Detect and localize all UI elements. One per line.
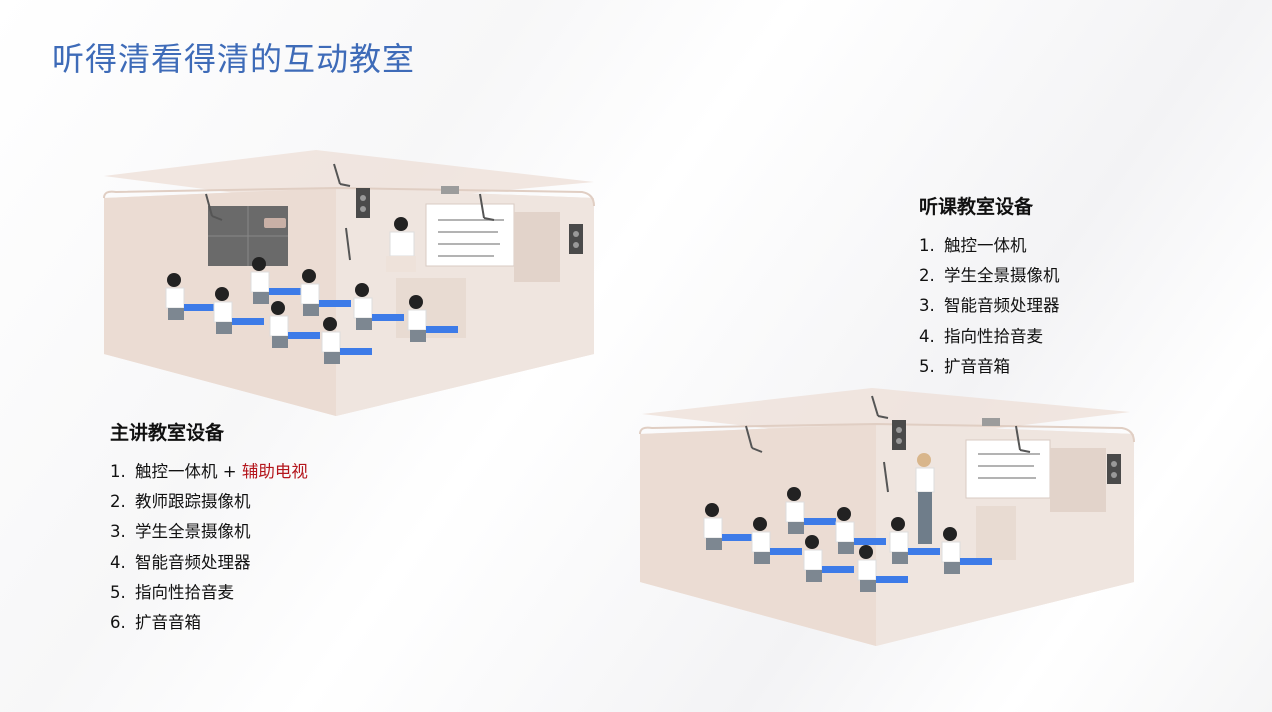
item-text: 指向性拾音麦 — [944, 326, 1043, 346]
item-text: 智能音频处理器 — [135, 552, 251, 572]
list-item: 6. 扩音音箱 — [110, 608, 308, 638]
student-group — [703, 487, 992, 592]
item-number: 6. — [110, 613, 126, 633]
teacher-tracking-camera — [264, 218, 286, 228]
listening-classroom-illustration — [639, 388, 1135, 646]
auxiliary-tv — [208, 206, 288, 266]
main-classroom-equipment-panel: 主讲教室设备 1. 触控一体机 + 辅助电视 2. 教师跟踪摄像机 3. 学生全景摄像… — [110, 418, 308, 638]
teacher-figure — [915, 453, 935, 544]
listening-classroom-equipment-list: 1. 触控一体机 2. 学生全景摄像机 3. 智能音频处理器 4. 指向性拾音麦 5. 扩… — [919, 231, 1060, 382]
list-item: 5. 指向性拾音麦 — [110, 578, 308, 608]
item-text: 指向性拾音麦 — [135, 582, 234, 602]
item-text: 触控一体机 — [944, 236, 1027, 255]
item-number: 4. — [110, 552, 126, 572]
main-classroom-heading: 主讲教室设备 — [110, 422, 225, 444]
speaker-icon — [1107, 454, 1121, 484]
list-item: 3. 学生全景摄像机 — [110, 517, 308, 547]
item-number: 3. — [110, 522, 126, 542]
item-number: 4. — [919, 326, 935, 346]
item-plus: + — [217, 462, 242, 481]
list-item: 1. 触控一体机 — [919, 231, 1060, 261]
item-text: 学生全景摄像机 — [944, 266, 1060, 286]
student-panorama-camera — [982, 418, 1000, 426]
item-number: 5. — [919, 356, 935, 376]
touch-panel-board — [965, 439, 1106, 512]
item-number: 1. — [919, 236, 935, 255]
listening-classroom-heading: 听课教室设备 — [919, 196, 1034, 218]
item-number: 2. — [110, 492, 126, 512]
speaker-icon — [569, 224, 583, 254]
ceiling-microphone-icon — [205, 163, 495, 261]
item-text: 扩音音箱 — [135, 613, 201, 633]
main-classroom-equipment-list: 1. 触控一体机 + 辅助电视 2. 教师跟踪摄像机 3. 学生全景摄像机 4. 智能音… — [110, 457, 308, 638]
ceiling-microphone-icon — [745, 395, 1031, 493]
item-highlight: 教师跟踪摄像机 — [135, 492, 251, 512]
item-text: 智能音频处理器 — [944, 296, 1060, 316]
teacher-figure — [386, 217, 416, 272]
listening-classroom-equipment-panel: 听课教室设备 1. 触控一体机 2. 学生全景摄像机 3. 智能音频处理器 4. 指向性… — [919, 192, 1060, 382]
touch-panel-board — [425, 203, 560, 282]
main-classroom-illustration — [103, 150, 595, 416]
item-highlight: 辅助电视 — [241, 462, 308, 481]
list-item: 4. 智能音频处理器 — [110, 548, 308, 578]
list-item: 2. 教师跟踪摄像机 — [110, 487, 308, 517]
list-item: 5. 扩音音箱 — [919, 352, 1060, 382]
item-number: 3. — [919, 296, 935, 316]
list-item: 1. 触控一体机 + 辅助电视 — [110, 457, 308, 487]
item-number: 1. — [110, 462, 126, 481]
item-text: 触控一体机 — [135, 462, 218, 481]
item-number: 2. — [919, 266, 935, 286]
item-number: 5. — [110, 582, 126, 602]
item-text: 学生全景摄像机 — [135, 522, 251, 542]
list-item: 4. 指向性拾音麦 — [919, 322, 1060, 352]
item-text: 扩音音箱 — [944, 356, 1010, 376]
speaker-icon — [892, 420, 906, 450]
list-item: 2. 学生全景摄像机 — [919, 261, 1060, 291]
student-group — [165, 257, 458, 364]
student-panorama-camera — [441, 186, 459, 194]
page-title: 听得清看得清的互动教室 — [52, 40, 416, 78]
list-item: 3. 智能音频处理器 — [919, 291, 1060, 321]
speaker-icon — [356, 188, 370, 218]
